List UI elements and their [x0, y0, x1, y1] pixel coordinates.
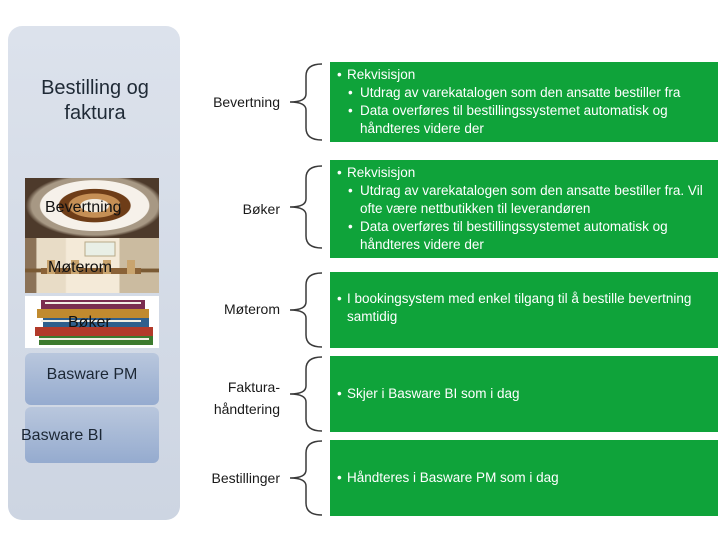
- sub-bullet: Utdrag av varekatalogen som den ansatte …: [330, 84, 718, 102]
- basware-bi-button[interactable]: Basware BI: [21, 407, 159, 463]
- info-box-bevertning: Rekvisisjon Utdrag av varekatalogen som …: [330, 62, 718, 142]
- row-label-moterom: Møterom: [224, 301, 280, 317]
- image-label-boker: Bøker: [68, 314, 111, 331]
- bullet: Rekvisisjon: [330, 66, 718, 84]
- side-title: Bestilling og faktura: [41, 77, 149, 124]
- meeting-room-image[interactable]: [25, 238, 159, 293]
- brace-bevertning: [289, 63, 323, 141]
- bullet: Håndteres i Basware PM som i dag: [330, 469, 718, 487]
- image-label-bevertning: Bevertning: [45, 199, 122, 216]
- bullet: I bookingsystem med enkel tilgang til å …: [330, 290, 718, 326]
- image-label-moterom: Møterom: [48, 259, 112, 276]
- info-box-boker: Rekvisisjon Utdrag av varekatalogen som …: [330, 160, 718, 258]
- meeting-room-drawing: [41, 241, 141, 274]
- info-box-fakturahandtering: Skjer i Basware BI som i dag: [330, 356, 718, 432]
- brace-fakturahandtering: [289, 356, 323, 432]
- brace-boker: [289, 165, 323, 249]
- sub-bullet: Utdrag av varekatalogen som den ansatte …: [330, 182, 718, 218]
- sub-bullet: Data overføres til bestillingssystemet a…: [330, 218, 718, 254]
- info-box-bestillinger: Håndteres i Basware PM som i dag: [330, 440, 718, 516]
- coffee-image[interactable]: [25, 178, 159, 238]
- basware-pm-button[interactable]: Basware PM: [25, 353, 159, 405]
- bullet: Skjer i Basware BI som i dag: [330, 385, 718, 403]
- sub-bullet: Data overføres til bestillingssystemet a…: [330, 102, 718, 138]
- row-label-bevertning: Bevertning: [213, 94, 280, 110]
- basware-bi-label: Basware BI: [21, 427, 103, 444]
- info-box-moterom: I bookingsystem med enkel tilgang til å …: [330, 272, 718, 348]
- books-drawing: [35, 300, 153, 345]
- row-label-boker: Bøker: [242, 201, 280, 217]
- bullet: Rekvisisjon: [330, 164, 718, 182]
- row-label-bestillinger: Bestillinger: [211, 470, 280, 486]
- brace-moterom: [289, 272, 323, 348]
- row-label-fakturahandtering: Faktura- håndtering: [190, 376, 280, 420]
- row-label-line2: håndtering: [213, 401, 280, 417]
- basware-pm-label: Basware PM: [46, 366, 138, 383]
- books-image[interactable]: [25, 296, 159, 348]
- brace-bestillinger: [289, 440, 323, 516]
- row-label-line1: Faktura-: [227, 379, 280, 395]
